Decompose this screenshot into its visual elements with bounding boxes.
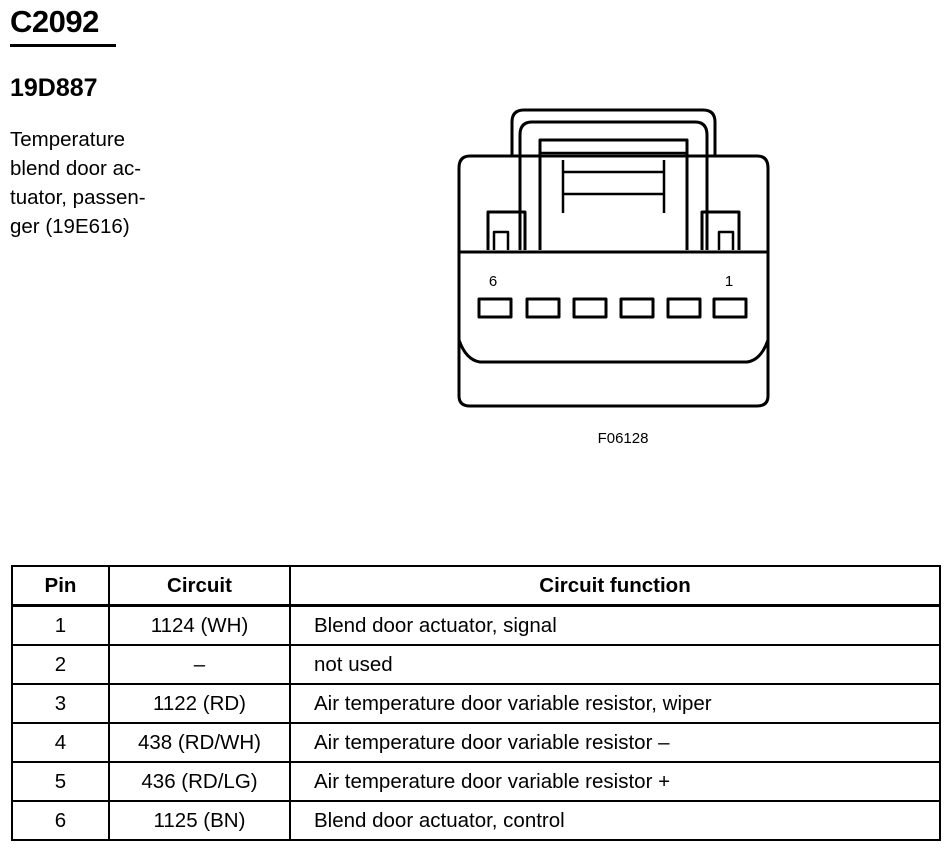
- cell-circuit: –: [108, 644, 291, 685]
- description-line: blend door ac-: [10, 157, 142, 180]
- part-number: 19D887: [10, 74, 98, 102]
- cell-pin: 6: [11, 800, 110, 841]
- latch-slot: [538, 138, 689, 250]
- pin-label-left: 6: [489, 273, 497, 290]
- cell-circuit: 1125 (BN): [108, 800, 291, 841]
- table-row: 2 – not used: [11, 644, 941, 685]
- cell-circuit: 1124 (WH): [108, 604, 291, 646]
- description-line: ger (19E616): [10, 215, 130, 238]
- cell-pin: 2: [11, 644, 110, 685]
- pin-cavity-1: [712, 297, 748, 319]
- table-header-row: Pin Circuit Circuit function: [11, 565, 941, 607]
- connector-face-drawing: 6 1: [457, 108, 770, 408]
- cell-function: Blend door actuator, control: [289, 800, 941, 841]
- connector-housing-outline: [457, 154, 770, 408]
- table-row: 6 1125 (BN) Blend door actuator, control: [11, 800, 941, 841]
- pin-cavity-2: [666, 297, 702, 319]
- table-row: 1 1124 (WH) Blend door actuator, signal: [11, 604, 941, 646]
- cell-pin: 4: [11, 722, 110, 763]
- cell-circuit: 1122 (RD): [108, 683, 291, 724]
- connector-id-underline: [10, 44, 116, 47]
- latch-outer: [510, 108, 717, 156]
- latch-inner: [518, 120, 709, 250]
- description-line: Temperature: [10, 128, 126, 151]
- pinout-table: Pin Circuit Circuit function 1 1124 (WH)…: [11, 565, 941, 841]
- cell-pin: 1: [11, 604, 110, 646]
- cell-function: Air temperature door variable resistor, …: [289, 683, 941, 724]
- cell-pin: 3: [11, 683, 110, 724]
- connector-id: C2092: [10, 4, 99, 39]
- connector-description: Temperature blend door ac- tuator, passe…: [10, 125, 190, 241]
- right-lock-tab: [700, 210, 741, 250]
- cell-circuit: 436 (RD/LG): [108, 761, 291, 802]
- left-lock-tab: [486, 210, 527, 250]
- description-line: tuator, passen-: [10, 186, 146, 209]
- header-circuit: Circuit: [108, 565, 291, 607]
- cell-pin: 5: [11, 761, 110, 802]
- pin-cavity-5: [525, 297, 561, 319]
- header-circuit-function: Circuit function: [289, 565, 941, 607]
- table-row: 4 438 (RD/WH) Air temperature door varia…: [11, 722, 941, 763]
- pin-label-right: 1: [725, 273, 733, 290]
- header-pin: Pin: [11, 565, 110, 607]
- cell-circuit: 438 (RD/WH): [108, 722, 291, 763]
- table-row: 3 1122 (RD) Air temperature door variabl…: [11, 683, 941, 724]
- cell-function: Blend door actuator, signal: [289, 604, 941, 646]
- cell-function: Air temperature door variable resistor –: [289, 722, 941, 763]
- pin-cavity-3: [619, 297, 655, 319]
- figure-code: F06128: [597, 430, 649, 447]
- pin-cavity-6: [477, 297, 513, 319]
- cell-function: not used: [289, 644, 941, 685]
- cell-function: Air temperature door variable resistor +: [289, 761, 941, 802]
- table-row: 5 436 (RD/LG) Air temperature door varia…: [11, 761, 941, 802]
- pin-cavity-4: [572, 297, 608, 319]
